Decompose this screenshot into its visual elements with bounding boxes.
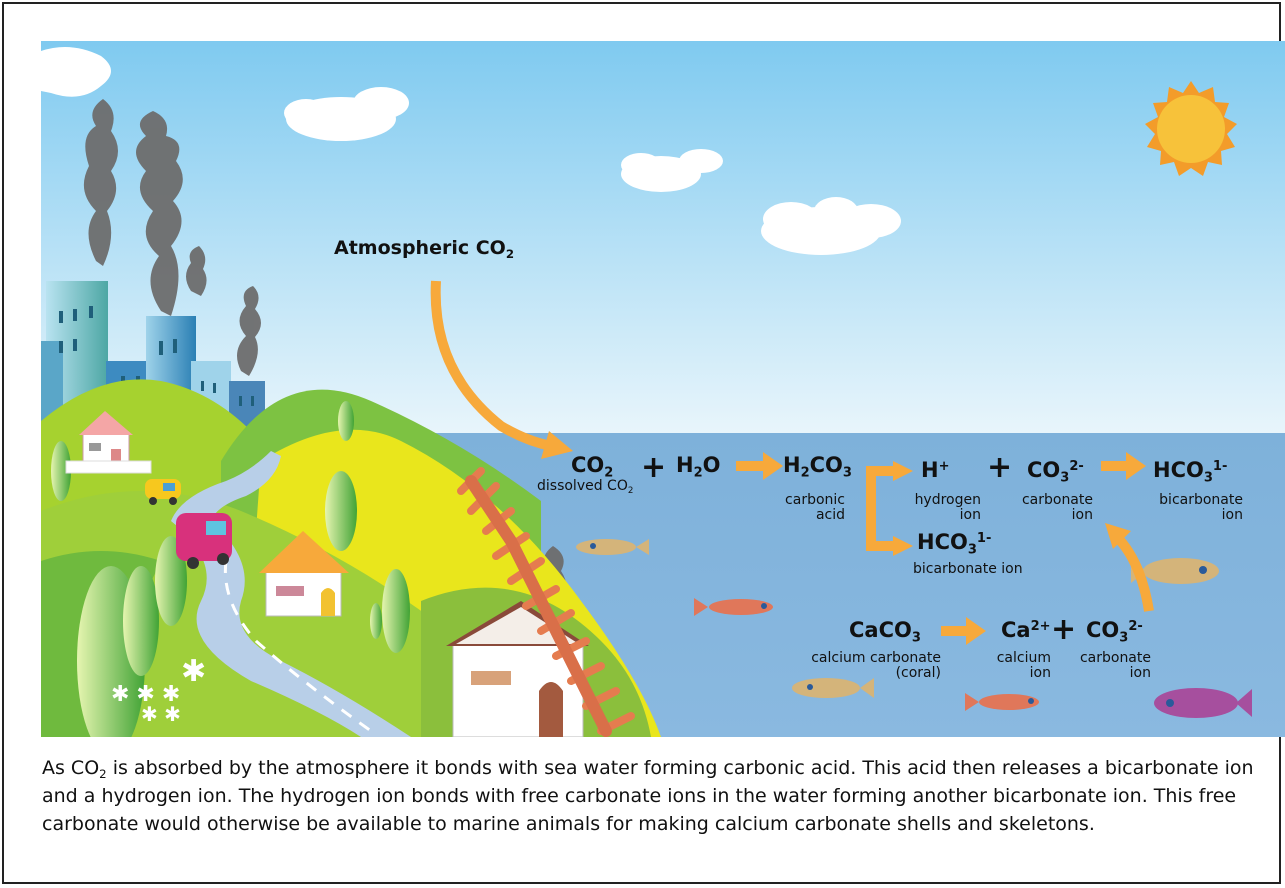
middle-house bbox=[259, 531, 349, 617]
pink-truck bbox=[176, 513, 232, 569]
small-house bbox=[65, 411, 152, 474]
co2-formula: CO2 bbox=[571, 453, 614, 481]
flowers: ✱ ✱ ✱ ✱ ✱ ✱ bbox=[111, 654, 206, 726]
h2o-formula: H2O bbox=[676, 453, 721, 481]
calcium-carbonate-label: calcium carbonate(coral) bbox=[811, 650, 941, 681]
carbonate-ion-formula-top: CO32- bbox=[1027, 458, 1084, 486]
svg-text:✱ ✱ ✱: ✱ ✱ ✱ bbox=[111, 682, 180, 707]
svg-text:✱: ✱ bbox=[181, 654, 206, 689]
yellow-car bbox=[145, 479, 181, 505]
carbonate-ion-formula-bottom: CO32- bbox=[1086, 618, 1143, 646]
svg-text:✱ ✱: ✱ ✱ bbox=[141, 702, 181, 726]
reaction-arrows bbox=[430, 280, 1154, 645]
coral-reef bbox=[457, 467, 635, 737]
clouds bbox=[41, 47, 901, 255]
trees bbox=[51, 401, 410, 737]
ocean-acidification-illustration: ✱ ✱ ✱ ✱ ✱ ✱ Atmospheric CO2 CO2 dissolve… bbox=[41, 41, 1285, 737]
sun bbox=[1145, 81, 1237, 176]
bicarbonate-ion-formula-branch: HCO31- bbox=[917, 530, 992, 558]
plus-sign-2: + bbox=[987, 450, 1013, 485]
caption: As CO2 is absorbed by the atmosphere it … bbox=[42, 757, 1254, 835]
bicarbonate-ion-formula-right: HCO31- bbox=[1153, 458, 1228, 486]
dissolved-co2-label: dissolved CO2 bbox=[537, 478, 634, 497]
road bbox=[171, 451, 411, 737]
calcium-ion-formula: Ca2+ bbox=[1001, 618, 1051, 642]
hydrogen-ion-formula: H+ bbox=[921, 458, 950, 482]
h2co3-formula: H2CO3 bbox=[783, 453, 852, 481]
plus-sign-3: + bbox=[1051, 612, 1077, 647]
plus-sign-1: + bbox=[641, 450, 667, 485]
bicarbonate-ion-label-branch: bicarbonate ion bbox=[913, 561, 1023, 577]
atmospheric-co2-label: Atmospheric CO2 bbox=[334, 237, 515, 262]
calcium-carbonate-formula: CaCO3 bbox=[849, 618, 921, 646]
illustration-artwork: ✱ ✱ ✱ ✱ ✱ ✱ bbox=[41, 41, 1285, 737]
fish bbox=[576, 539, 1252, 718]
